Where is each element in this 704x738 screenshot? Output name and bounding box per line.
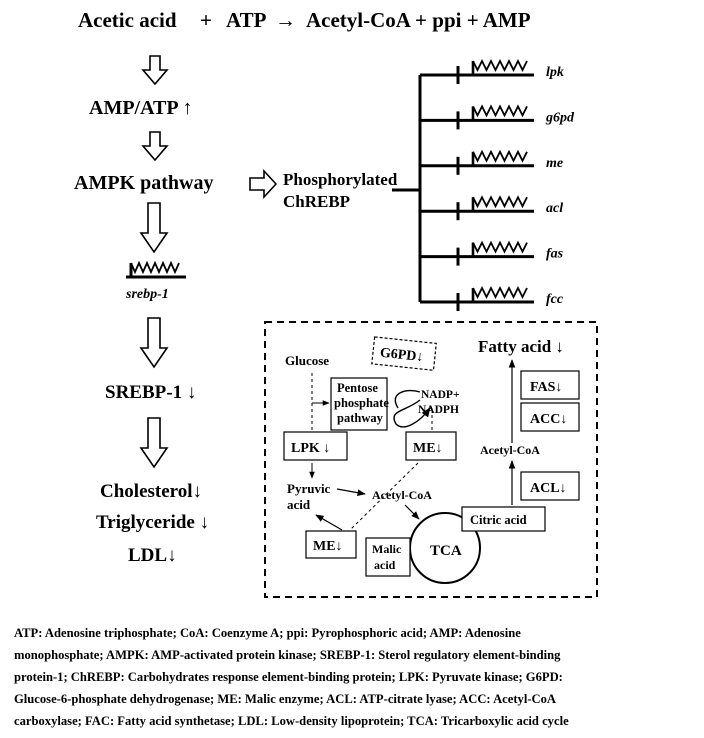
hollow-down-arrow — [141, 55, 169, 86]
cholesterol: Cholesterol↓ — [100, 481, 202, 502]
gene-row-acl: acl — [420, 195, 563, 221]
gene-row-fas: fas — [420, 240, 564, 266]
citric-acid-label: Citric acid — [470, 513, 527, 527]
gene-zigzag — [472, 58, 528, 73]
fas-label: FAS↓ — [530, 380, 562, 395]
hollow-down-arrow — [139, 417, 169, 469]
me-bottom-box — [305, 530, 357, 559]
lpk-box — [283, 431, 348, 461]
ampk-pathway: AMPK pathway — [74, 172, 213, 194]
chrebp-line1: Phosphorylated — [283, 170, 398, 189]
ppp-box — [330, 377, 388, 431]
triglyceride: Triglyceride ↓ — [96, 512, 209, 533]
malic-line2: acid — [374, 558, 396, 572]
malic-line1: Malic — [372, 542, 402, 556]
hollow-right-arrow — [249, 168, 278, 200]
me-bottom-label: ME↓ — [313, 539, 343, 554]
equation-reactant-acetic-acid: Acetic acid — [78, 8, 177, 32]
equation-reactant-atp: ATP — [226, 8, 267, 32]
fas-box — [520, 370, 580, 400]
chrebp-line2: ChREBP — [283, 192, 350, 211]
gene-zigzag — [472, 240, 528, 254]
amp-atp-ratio: AMP/ATP ↑ — [89, 97, 193, 119]
gene-row-fcc: fcc — [420, 285, 564, 311]
me-top-box — [405, 431, 457, 461]
gene-label-fas: fas — [546, 247, 564, 262]
gene-label-fcc: fcc — [546, 292, 564, 307]
nadp-cycle-arrow — [393, 389, 430, 428]
hollow-down-arrow — [139, 317, 169, 369]
acc-box — [520, 402, 580, 432]
nadph: NADPH — [418, 404, 459, 416]
equation-arrow: → — [275, 8, 296, 32]
abbreviation-legend: ATP: Adenosine triphosphate; CoA: Coenzy… — [14, 622, 698, 732]
pathway-box — [264, 321, 598, 598]
gene-label-g6pd: g6pd — [545, 110, 575, 125]
gene-zigzag — [472, 149, 528, 163]
lpk-label: LPK ↓ — [291, 441, 330, 456]
acetylcoa-to-tca-arrow — [404, 504, 420, 520]
gene-zigzag — [472, 104, 528, 118]
acetyl-coa-mid: Acetyl-CoA — [372, 488, 432, 502]
me-dashed-link — [349, 462, 419, 531]
acc-label: ACC↓ — [530, 412, 567, 427]
malic-to-pyruvic-arrow — [315, 514, 343, 531]
srebp-gene-label: srebp-1 — [125, 287, 169, 302]
legend-line: ATP: Adenosine triphosphate; CoA: Coenzy… — [14, 626, 521, 640]
equation: Acetic acid + ATP → Acetyl-CoA + ppi + A… — [78, 8, 531, 32]
gene-label-acl: acl — [546, 201, 563, 216]
g6pd-label: G6PD↓ — [379, 346, 424, 365]
srebp-gene-symbol — [126, 260, 186, 279]
ppp-line3: pathway — [337, 411, 384, 425]
pathway-diagram: Acetic acid + ATP → Acetyl-CoA + ppi + A… — [74, 8, 598, 598]
gene-row-g6pd: g6pd — [420, 104, 575, 130]
me-top-label: ME↓ — [413, 441, 443, 456]
fatty-acid-label: Fatty acid ↓ — [478, 337, 564, 356]
ldl: LDL↓ — [128, 545, 177, 566]
tca-label: TCA — [430, 543, 462, 559]
glucose-label: Glucose — [285, 353, 329, 368]
acetyl-coa-right: Acetyl-CoA — [480, 443, 540, 457]
equation-plus: + — [200, 8, 212, 32]
ppp-line1: Pentose — [337, 381, 378, 395]
gene-row-me: me — [420, 149, 563, 175]
acl-box — [520, 471, 580, 501]
citric-acid-box — [461, 506, 546, 532]
g6pd-enzyme: G6PD↓ — [371, 336, 437, 371]
ppp-line2: phosphate — [334, 396, 389, 410]
gene-label-lpk: lpk — [546, 65, 564, 80]
legend-line: carboxylase; FAC: Fatty acid synthetase;… — [14, 714, 569, 728]
gene-label-me: me — [546, 156, 563, 171]
acl-label: ACL↓ — [530, 481, 567, 496]
legend-line: Glucose-6-phosphate dehydrogenase; ME: M… — [14, 692, 557, 706]
pyruvic-line1: Pyruvic — [287, 481, 331, 496]
hollow-down-arrow — [139, 202, 169, 254]
gene-row-lpk: lpk — [420, 58, 564, 84]
malic-acid-box — [365, 537, 411, 577]
nadp-plus: NADP+ — [421, 389, 460, 401]
legend-line: monophosphate; AMPK: AMP-activated prote… — [14, 648, 561, 662]
target-gene-list: lpk g6pd me acl fas fcc — [420, 58, 575, 311]
hollow-down-arrow — [141, 131, 169, 162]
legend-line: protein-1; ChREBP: Carbohydrates respons… — [14, 670, 563, 684]
gene-zigzag — [472, 195, 528, 209]
srebp-protein: SREBP-1 ↓ — [105, 382, 196, 403]
pyruvic-to-acetylcoa-arrow — [336, 488, 366, 496]
equation-products: Acetyl-CoA + ppi + AMP — [306, 8, 531, 32]
pyruvic-line2: acid — [287, 497, 311, 512]
gene-zigzag — [472, 285, 528, 300]
